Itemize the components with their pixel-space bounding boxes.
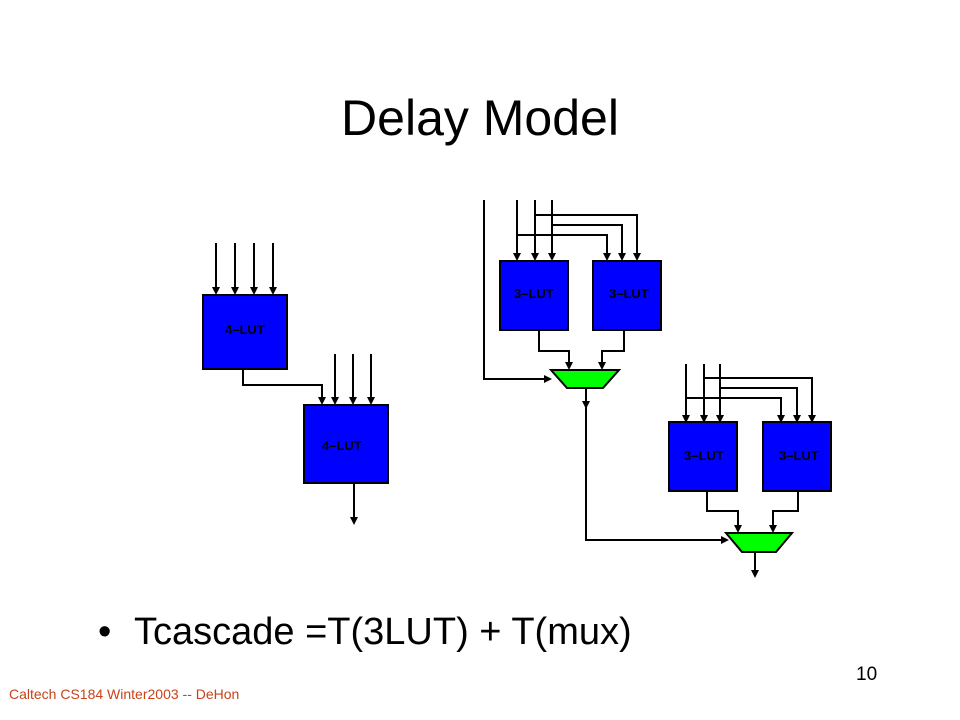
lut3-block-3 bbox=[668, 421, 738, 492]
lut4-block-2 bbox=[303, 404, 389, 484]
lut3-block-1-label: 3–LUT bbox=[514, 286, 554, 301]
mux-2 bbox=[723, 532, 795, 553]
lut3-mux-stage-2 bbox=[682, 364, 816, 578]
lut3-block-2-label: 3–LUT bbox=[609, 286, 649, 301]
mux-1 bbox=[548, 369, 622, 389]
lut3-mux-stage-1 bbox=[483, 200, 729, 544]
page-number: 10 bbox=[856, 664, 878, 685]
lut3-block-4-label: 3–LUT bbox=[779, 448, 819, 463]
slide-title: Delay Model bbox=[341, 90, 619, 146]
lut3-block-2 bbox=[592, 260, 662, 331]
footer-credit: Caltech CS184 Winter2003 -- DeHon bbox=[9, 686, 240, 702]
lut4-cascade bbox=[212, 243, 375, 525]
bullet-text: Tcascade =T(3LUT) + T(mux) bbox=[134, 611, 632, 653]
lut3-block-3-label: 3–LUT bbox=[684, 448, 724, 463]
lut4-block-1-label: 4–LUT bbox=[225, 322, 265, 337]
lut4-block-1 bbox=[202, 294, 288, 370]
lut3-block-1 bbox=[499, 260, 569, 331]
lut3-block-4 bbox=[762, 421, 832, 492]
lut4-block-2-label: 4–LUT bbox=[322, 438, 362, 453]
bullet-symbol: • bbox=[98, 611, 112, 653]
bullet-item: • Tcascade =T(3LUT) + T(mux) bbox=[98, 608, 632, 656]
